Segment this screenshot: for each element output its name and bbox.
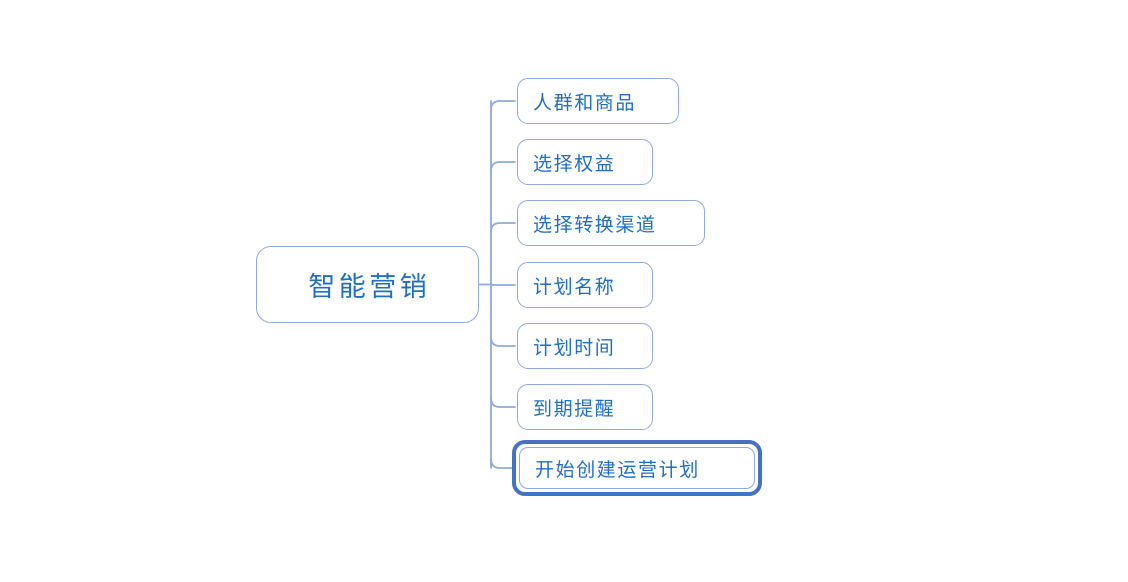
connector-branch-2 — [490, 161, 516, 172]
child-node-label: 选择权益 — [533, 153, 616, 175]
connector-branch-3 — [490, 222, 516, 233]
child-node-label: 选择转换渠道 — [533, 214, 657, 236]
connector-branch-5 — [490, 336, 516, 347]
root-node-label: 智能营销 — [308, 272, 431, 302]
child-node-7[interactable]: 开始创建运营计划 — [519, 447, 755, 489]
child-node-3[interactable]: 选择转换渠道 — [517, 200, 705, 246]
child-node-2[interactable]: 选择权益 — [517, 139, 653, 185]
child-node-selected-highlight[interactable]: 开始创建运营计划 — [512, 440, 762, 496]
root-node[interactable]: 智能营销 — [256, 246, 479, 323]
child-node-1[interactable]: 人群和商品 — [517, 78, 679, 124]
child-node-6[interactable]: 到期提醒 — [517, 384, 653, 430]
child-node-label: 到期提醒 — [533, 398, 616, 420]
child-node-5[interactable]: 计划时间 — [517, 323, 653, 369]
child-node-label: 计划时间 — [533, 337, 616, 359]
child-node-label: 计划名称 — [533, 276, 616, 298]
child-node-label: 人群和商品 — [533, 92, 637, 114]
child-node-4[interactable]: 计划名称 — [517, 262, 653, 308]
connector-branch-1 — [490, 100, 516, 111]
connector-branch-7 — [490, 458, 516, 469]
connector-branch-6 — [490, 397, 516, 408]
child-node-label: 开始创建运营计划 — [535, 459, 700, 481]
